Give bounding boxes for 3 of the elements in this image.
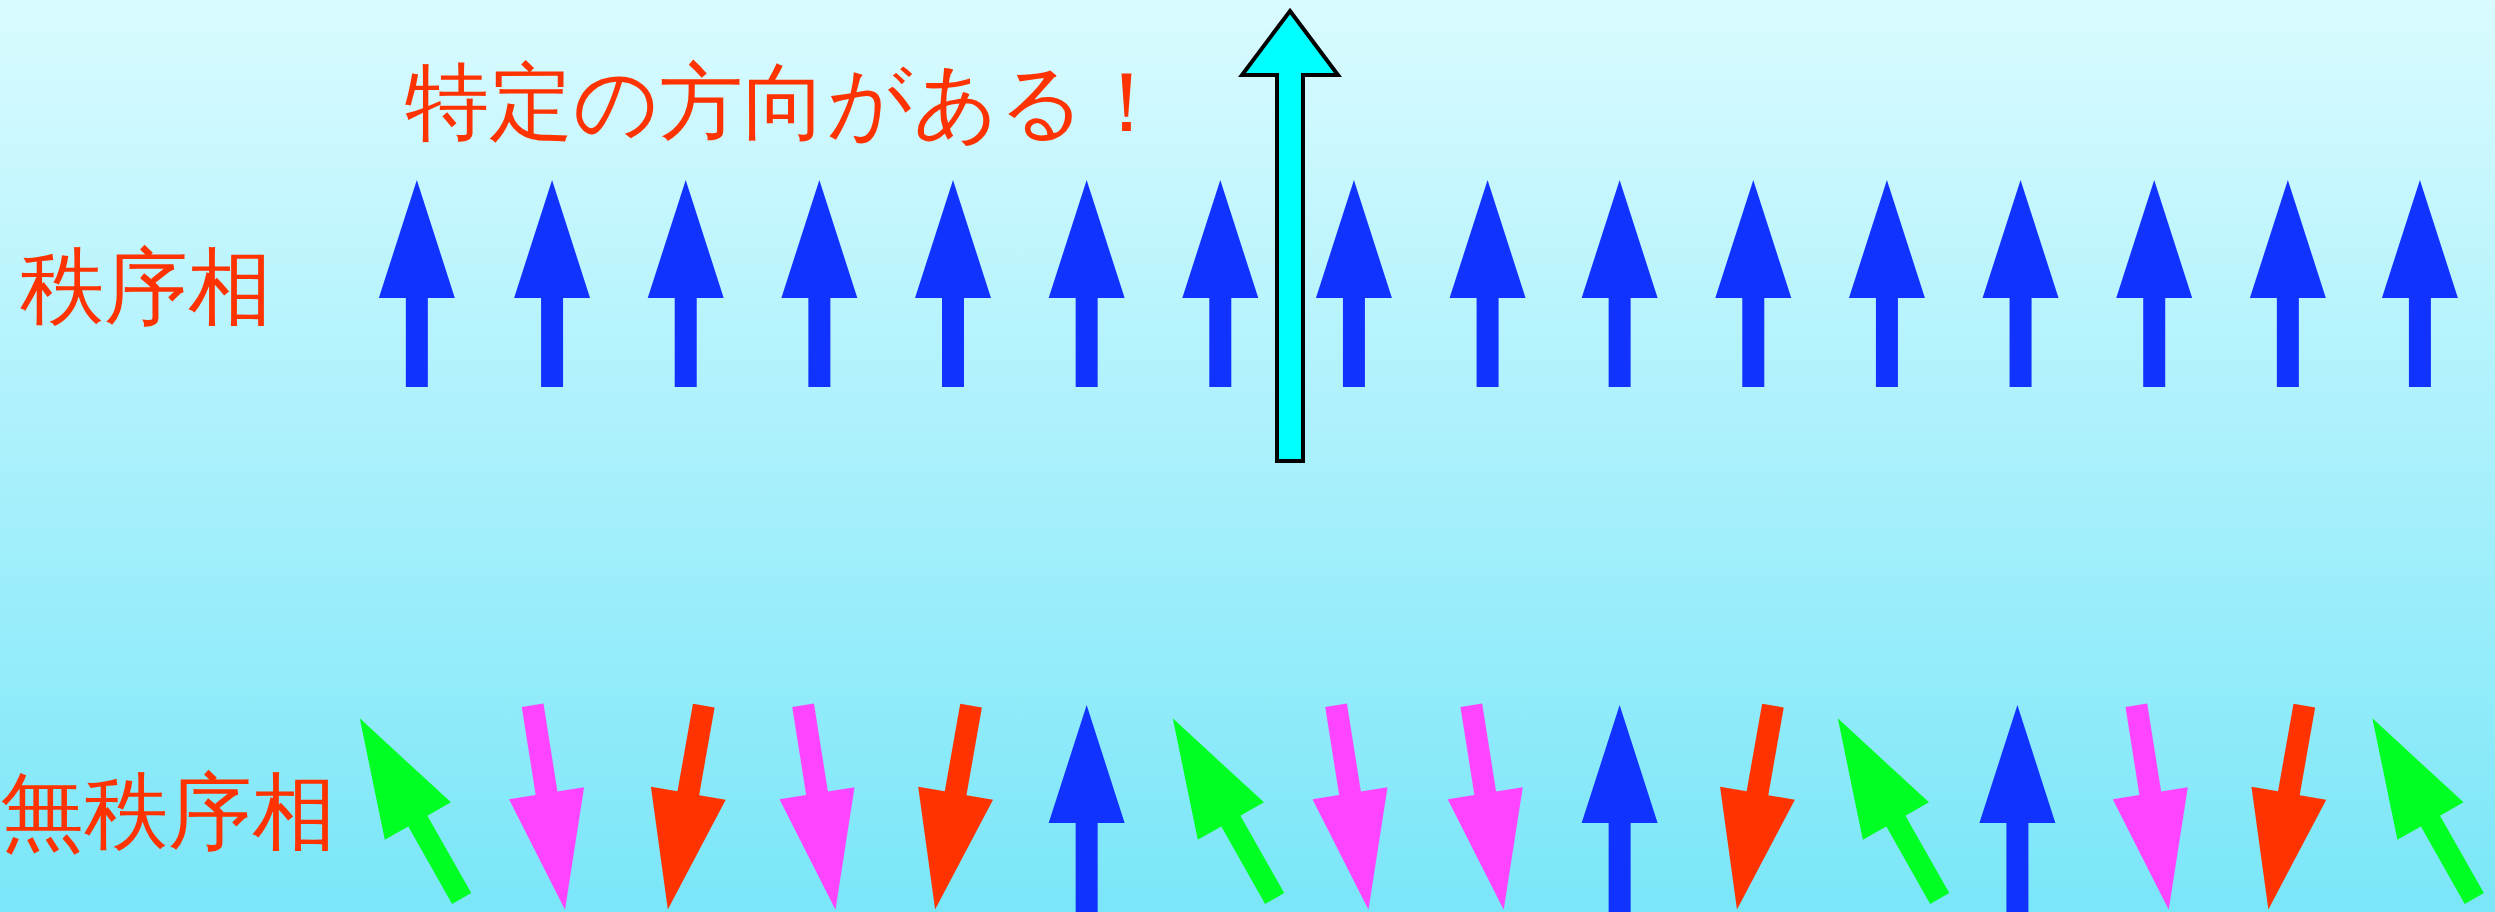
phase-label: 無秩序相 [0, 770, 336, 854]
annotation-text: 特定の方向がある！ [405, 60, 1169, 144]
phase-label: 秩序相 [20, 245, 272, 329]
